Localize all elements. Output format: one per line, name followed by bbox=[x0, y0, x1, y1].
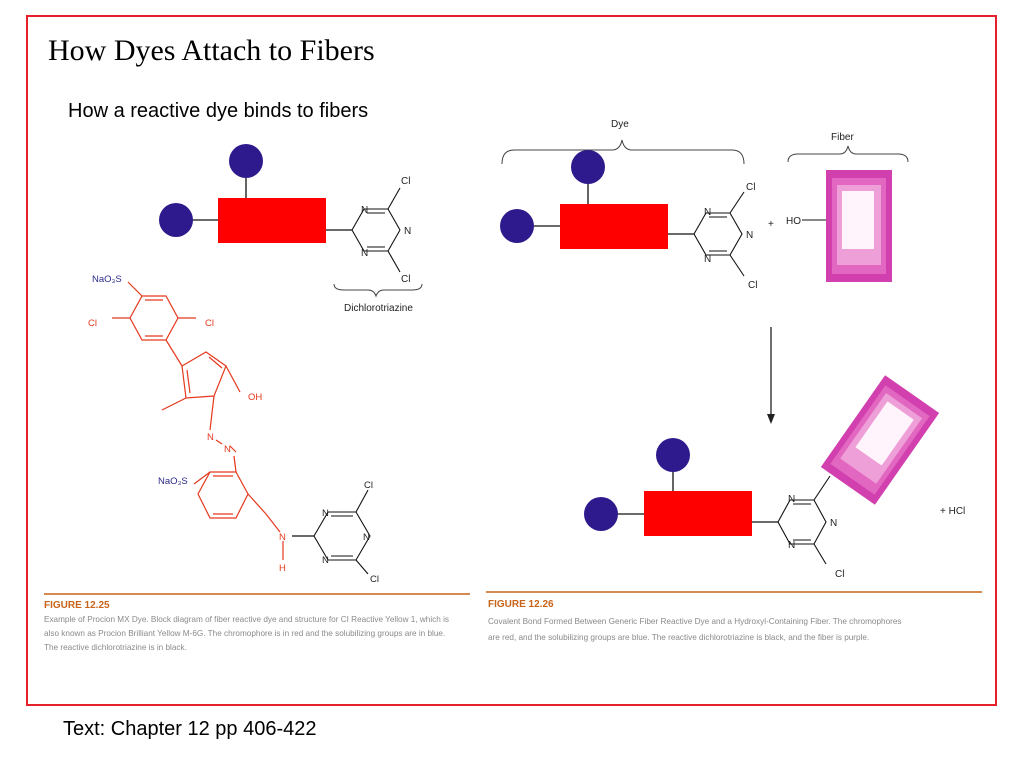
atom-n: N bbox=[788, 540, 795, 551]
hydroxyl-oh-label: OH bbox=[248, 392, 262, 403]
atom-n: N bbox=[404, 226, 411, 237]
chromophore-block bbox=[560, 204, 668, 249]
caption-line: The reactive dichlorotriazine is in blac… bbox=[44, 643, 187, 652]
atom-cl: Cl bbox=[401, 274, 410, 285]
fiber-block bbox=[826, 170, 892, 282]
atom-n: N bbox=[207, 432, 214, 443]
atom-n: N bbox=[322, 555, 329, 566]
atom-n: N bbox=[746, 230, 753, 241]
slide-frame bbox=[26, 15, 997, 706]
solubilizing-group-circle bbox=[571, 150, 605, 184]
atom-n: N bbox=[830, 518, 837, 529]
bonded-fiber-block bbox=[820, 375, 940, 505]
caption-line: Example of Procion MX Dye. Block diagram… bbox=[44, 615, 449, 624]
atom-cl: Cl bbox=[370, 574, 379, 585]
page-title: How Dyes Attach to Fibers bbox=[48, 34, 375, 67]
caption-line: are red, and the solubilizing groups are… bbox=[488, 633, 869, 642]
atom-cl: Cl bbox=[835, 569, 844, 580]
atom-n: N bbox=[361, 248, 368, 259]
atom-n: N bbox=[363, 532, 370, 543]
plus-sign: + bbox=[768, 219, 774, 230]
caption-line: also known as Procion Brilliant Yellow M… bbox=[44, 629, 445, 638]
atom-n: N bbox=[704, 207, 711, 218]
atom-n: N bbox=[279, 532, 286, 543]
atom-n: N bbox=[361, 205, 368, 216]
chromophore-block bbox=[644, 491, 752, 536]
atom-cl: Cl bbox=[88, 318, 97, 329]
solubilizing-group-circle bbox=[656, 438, 690, 472]
solubilizing-nao3s-label: NaO₃S bbox=[158, 476, 188, 487]
solubilizing-group-circle bbox=[500, 209, 534, 243]
atom-cl: Cl bbox=[401, 176, 410, 187]
figure-12-25: N N N Cl Cl Dichlorotriazine bbox=[44, 144, 470, 652]
atom-cl: Cl bbox=[746, 182, 755, 193]
atom-n: N bbox=[322, 508, 329, 519]
footer-reference: Text: Chapter 12 pp 406-422 bbox=[63, 718, 317, 740]
hydroxyl-ho-label: HO bbox=[786, 216, 801, 227]
atom-n: N bbox=[704, 254, 711, 265]
solubilizing-group-circle bbox=[229, 144, 263, 178]
solubilizing-group-circle bbox=[159, 203, 193, 237]
caption-line: Covalent Bond Formed Between Generic Fib… bbox=[488, 617, 902, 626]
figure-12-26: Dye Fiber N N N Cl Cl + HO bbox=[486, 119, 982, 642]
atom-cl: Cl bbox=[748, 280, 757, 291]
figure-12-26-label: FIGURE 12.26 bbox=[488, 599, 554, 610]
figure-12-25-label: FIGURE 12.25 bbox=[44, 600, 110, 611]
chromophore-block bbox=[218, 198, 326, 243]
reactive-yellow-structure bbox=[112, 281, 284, 560]
dichlorotriazine-label: Dichlorotriazine bbox=[344, 303, 413, 314]
atom-n: N bbox=[224, 444, 231, 455]
atom-cl: Cl bbox=[205, 318, 214, 329]
atom-n: N bbox=[788, 494, 795, 505]
solubilizing-nao3s-label: NaO₃S bbox=[92, 274, 122, 285]
dye-label: Dye bbox=[611, 119, 629, 130]
atom-cl: Cl bbox=[364, 480, 373, 491]
hcl-label: + HCl bbox=[940, 506, 965, 517]
fiber-label: Fiber bbox=[831, 132, 854, 143]
atom-h: H bbox=[279, 563, 286, 574]
solubilizing-group-circle bbox=[584, 497, 618, 531]
slide-subtitle: How a reactive dye binds to fibers bbox=[68, 100, 369, 122]
